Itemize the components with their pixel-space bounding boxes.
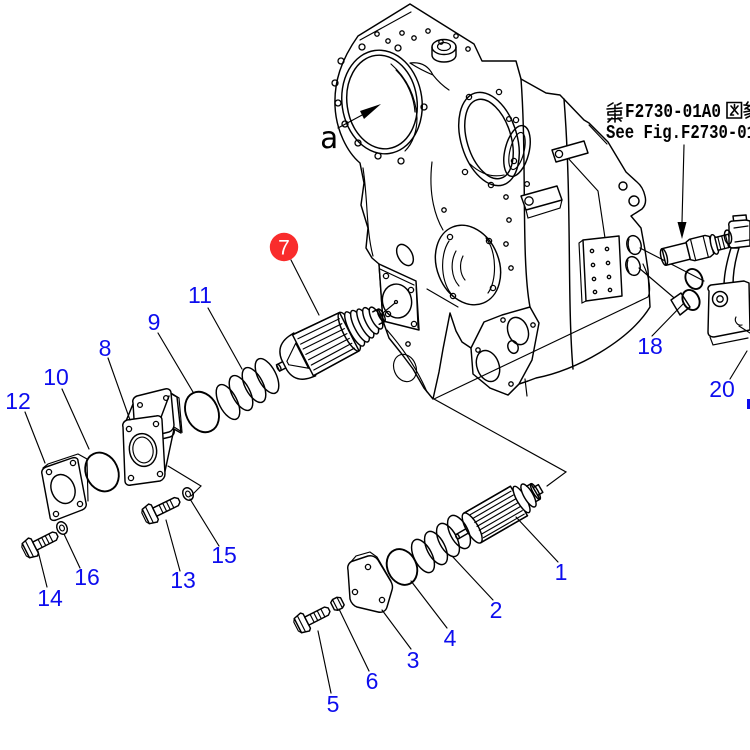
part-12-cover — [41, 453, 89, 522]
callout-7-highlighted[interactable]: 7 — [269, 232, 299, 262]
callout-leaders — [24, 259, 748, 694]
pad-center-pin — [393, 299, 399, 305]
housing-step-edge-2 — [563, 98, 574, 370]
note-leader-line — [681, 144, 685, 223]
part-7-valve-element — [275, 306, 386, 380]
part-13-bolt — [141, 496, 181, 525]
part-5-bolt — [293, 606, 331, 634]
part-3-cover — [347, 551, 394, 613]
location-leader-zigzag — [432, 263, 651, 487]
part-16-washer — [55, 521, 69, 535]
callout-8[interactable]: 8 — [99, 335, 112, 361]
callout-11[interactable]: 11 — [188, 282, 212, 308]
part-11-spring — [215, 357, 280, 421]
callout-14[interactable]: 14 — [37, 585, 63, 611]
opening-a-outer — [341, 49, 423, 155]
view-a-arrowhead — [360, 104, 381, 119]
opening-a-inner — [346, 54, 418, 150]
opening-2 — [458, 88, 520, 189]
callout-2[interactable]: 2 — [490, 597, 503, 623]
callout-5[interactable]: 5 — [327, 691, 340, 717]
part-fitting — [659, 233, 733, 267]
view-a-leader — [337, 113, 365, 129]
housing-top-boss — [431, 38, 457, 63]
valve-mounting-pad — [378, 263, 420, 331]
callout-16[interactable]: 16 — [74, 564, 100, 590]
callout-fragment-right-edge — [747, 399, 750, 409]
note-arrowhead — [677, 222, 687, 239]
face-bolt-holes — [405, 194, 514, 347]
callout-9[interactable]: 9 — [148, 309, 161, 335]
part-8-valve-body — [122, 388, 183, 486]
kanji-dai — [606, 102, 623, 123]
part-6-nut — [330, 596, 345, 611]
callout-4[interactable]: 4 — [444, 625, 457, 651]
callout-3[interactable]: 3 — [407, 647, 420, 673]
housing-top-edge — [359, 11, 412, 41]
kanji-zu — [726, 101, 743, 119]
small-oval-hole — [395, 243, 415, 267]
view-a: a — [320, 104, 381, 156]
callout-1[interactable]: 1 — [555, 559, 568, 585]
bolt-13-15-leader — [167, 465, 202, 497]
note-line2: See Fig.F2730-01 — [606, 122, 750, 144]
callout-6[interactable]: 6 — [366, 668, 379, 694]
part-1-strainer — [454, 482, 544, 544]
part-2-spring — [410, 514, 472, 574]
callout-10[interactable]: 10 — [43, 364, 69, 390]
callout-7-badge — [269, 232, 299, 262]
housing-foot — [386, 288, 459, 393]
part-10-oring — [84, 451, 120, 493]
reference-note: F2730-01A0 See Fig.F2730-01 — [606, 101, 750, 239]
right-extension — [503, 115, 642, 304]
housing-gear-case — [331, 3, 651, 400]
opening-a-depth-arc2 — [395, 69, 416, 113]
part20-extra-line — [738, 325, 750, 334]
callout-13[interactable]: 13 — [170, 567, 196, 593]
view-a-label: a — [320, 121, 338, 156]
part-9-oring — [184, 390, 220, 434]
middle-flange — [434, 224, 502, 306]
kanji-san — [743, 101, 750, 119]
callout-18[interactable]: 18 — [637, 333, 663, 359]
callout-12[interactable]: 12 — [5, 388, 31, 414]
casting-web — [409, 62, 450, 91]
callout-15[interactable]: 15 — [211, 542, 237, 568]
opening-a-bolt-holes — [331, 43, 428, 165]
callout-7-number: 7 — [278, 237, 290, 260]
part-14-bolt — [21, 531, 59, 559]
part-4-oring — [385, 548, 419, 586]
casting-rib-2 — [430, 161, 444, 231]
callout-20[interactable]: 20 — [709, 376, 735, 402]
casting-rib-1 — [362, 167, 374, 257]
part-20-elbow — [707, 214, 750, 346]
note-line1-code: F2730-01A0 — [625, 101, 721, 123]
